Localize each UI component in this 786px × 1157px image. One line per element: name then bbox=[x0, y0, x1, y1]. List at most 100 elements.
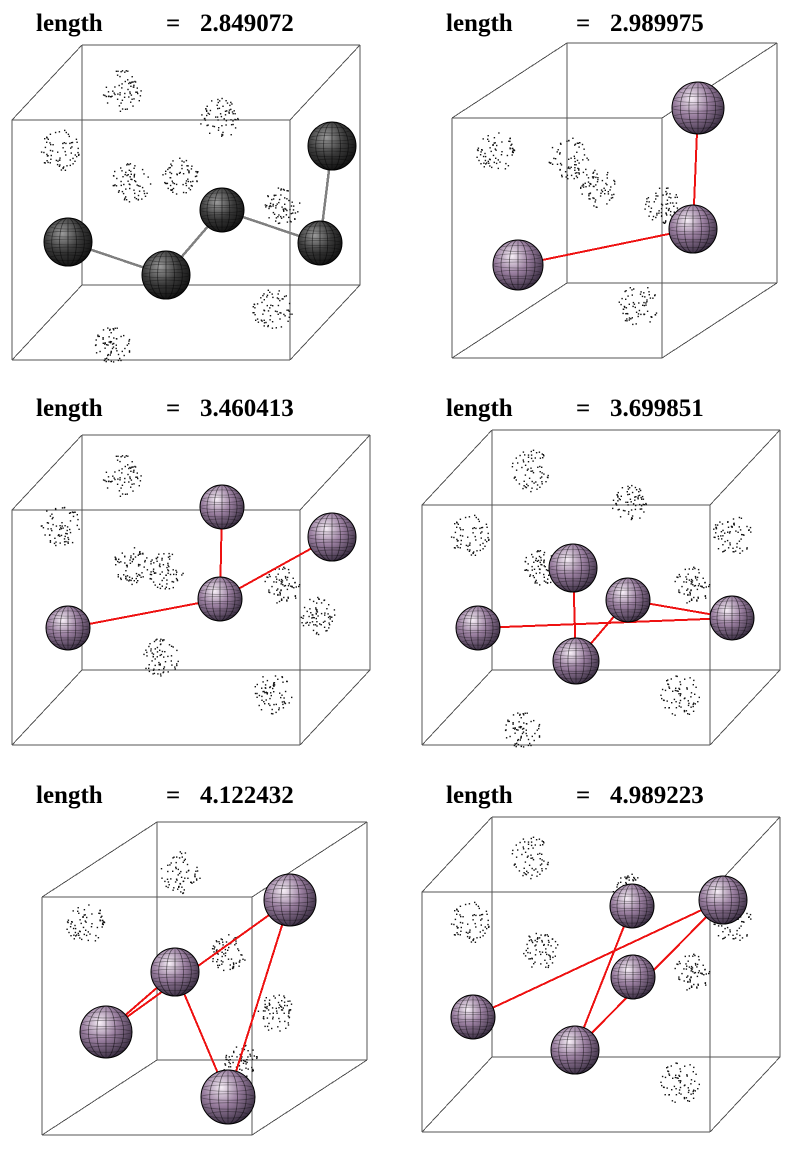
sphere bbox=[79, 1005, 133, 1059]
box-edge bbox=[41, 1059, 158, 1136]
sphere bbox=[550, 1025, 600, 1075]
panel-caption: length = 2.989975 bbox=[410, 2, 786, 42]
sphere bbox=[200, 1069, 256, 1125]
box-diagram bbox=[11, 44, 361, 363]
equals-sign: = bbox=[576, 10, 591, 37]
length-value: 2.989975 bbox=[610, 10, 704, 37]
panel-caption: length = 4.989223 bbox=[410, 774, 786, 814]
box-diagram bbox=[41, 821, 368, 1136]
equals-sign: = bbox=[166, 10, 181, 37]
sphere bbox=[197, 576, 243, 622]
box-edge bbox=[41, 821, 158, 898]
sphere bbox=[455, 605, 501, 651]
sphere bbox=[610, 954, 656, 1000]
length-value: 3.460413 bbox=[200, 395, 294, 422]
box-edge bbox=[451, 282, 568, 359]
length-label: length bbox=[446, 10, 513, 37]
length-label: length bbox=[446, 782, 513, 809]
length-value: 4.122432 bbox=[200, 782, 294, 809]
dotted-sphere bbox=[450, 514, 490, 556]
box-diagram bbox=[11, 434, 371, 746]
dotted-sphere bbox=[149, 552, 184, 590]
box-diagram bbox=[421, 816, 781, 1133]
dotted-sphere bbox=[264, 187, 301, 225]
panel-caption: length = 4.122432 bbox=[0, 774, 390, 814]
sphere bbox=[709, 595, 755, 641]
panel-6: length = 4.989223 bbox=[410, 772, 786, 1157]
equals-sign: = bbox=[166, 782, 181, 809]
equals-sign: = bbox=[576, 782, 591, 809]
sphere bbox=[45, 605, 91, 651]
length-label: length bbox=[36, 395, 103, 422]
sphere bbox=[307, 512, 357, 562]
dotted-sphere bbox=[504, 712, 541, 748]
dotted-sphere bbox=[160, 851, 201, 895]
sphere bbox=[199, 187, 245, 233]
length-value: 3.699851 bbox=[610, 395, 704, 422]
path-segment bbox=[67, 598, 221, 629]
box-edge bbox=[661, 282, 778, 359]
box-edge bbox=[709, 1056, 781, 1133]
dotted-sphere bbox=[511, 449, 549, 493]
sphere bbox=[199, 484, 245, 530]
panel-caption: length = 3.699851 bbox=[410, 387, 786, 427]
dotted-sphere bbox=[114, 547, 149, 586]
length-value: 2.849072 bbox=[200, 10, 294, 37]
box-edge bbox=[421, 669, 493, 746]
dotted-sphere bbox=[300, 596, 336, 636]
box-edge bbox=[289, 284, 361, 361]
sphere bbox=[552, 637, 600, 685]
dotted-sphere bbox=[450, 901, 490, 943]
dotted-sphere bbox=[40, 129, 80, 171]
sphere bbox=[297, 220, 343, 266]
box-edge bbox=[709, 669, 781, 746]
box-edge bbox=[421, 1056, 493, 1133]
path-segment bbox=[227, 899, 291, 1098]
sphere bbox=[43, 217, 93, 267]
path-segment bbox=[517, 228, 694, 266]
sphere bbox=[671, 81, 725, 135]
path-segment bbox=[574, 905, 633, 1051]
length-value: 4.989223 bbox=[610, 782, 704, 809]
box-edge bbox=[11, 669, 83, 746]
panel-4: length = 3.699851 bbox=[410, 385, 786, 770]
dotted-sphere bbox=[143, 638, 179, 677]
dotted-sphere bbox=[612, 484, 647, 521]
box-edge bbox=[299, 669, 371, 746]
box-diagram bbox=[451, 42, 778, 359]
dotted-sphere bbox=[40, 506, 80, 547]
box-edge bbox=[421, 429, 493, 506]
box-edge bbox=[11, 44, 83, 121]
equals-sign: = bbox=[576, 395, 591, 422]
dotted-sphere bbox=[674, 566, 711, 604]
box-edge bbox=[11, 284, 83, 361]
sphere bbox=[605, 577, 651, 623]
box-edge bbox=[709, 429, 781, 506]
equals-sign: = bbox=[166, 395, 181, 422]
dotted-sphere bbox=[102, 70, 142, 112]
path-segment bbox=[477, 617, 733, 629]
sphere bbox=[492, 239, 544, 291]
sphere bbox=[307, 121, 357, 171]
dotted-sphere bbox=[94, 327, 131, 363]
dotted-sphere bbox=[254, 675, 293, 715]
box-edge bbox=[299, 434, 371, 511]
dotted-sphere bbox=[476, 132, 516, 170]
panel-3: length = 3.460413 bbox=[0, 385, 390, 770]
dotted-sphere bbox=[511, 836, 549, 880]
sphere bbox=[450, 994, 496, 1040]
panel-1: length = 2.849072 bbox=[0, 0, 390, 385]
length-label: length bbox=[36, 782, 103, 809]
dotted-sphere bbox=[548, 137, 590, 180]
dotted-sphere bbox=[66, 904, 106, 942]
sphere bbox=[698, 875, 748, 925]
sphere bbox=[668, 204, 718, 254]
dotted-sphere bbox=[112, 163, 152, 203]
panel-5: length = 4.122432 bbox=[0, 772, 390, 1157]
dotted-sphere bbox=[674, 953, 711, 991]
box-diagram bbox=[421, 429, 781, 748]
dotted-sphere bbox=[257, 994, 293, 1032]
dotted-sphere bbox=[713, 516, 752, 554]
sphere bbox=[150, 947, 200, 997]
sphere bbox=[263, 873, 317, 927]
